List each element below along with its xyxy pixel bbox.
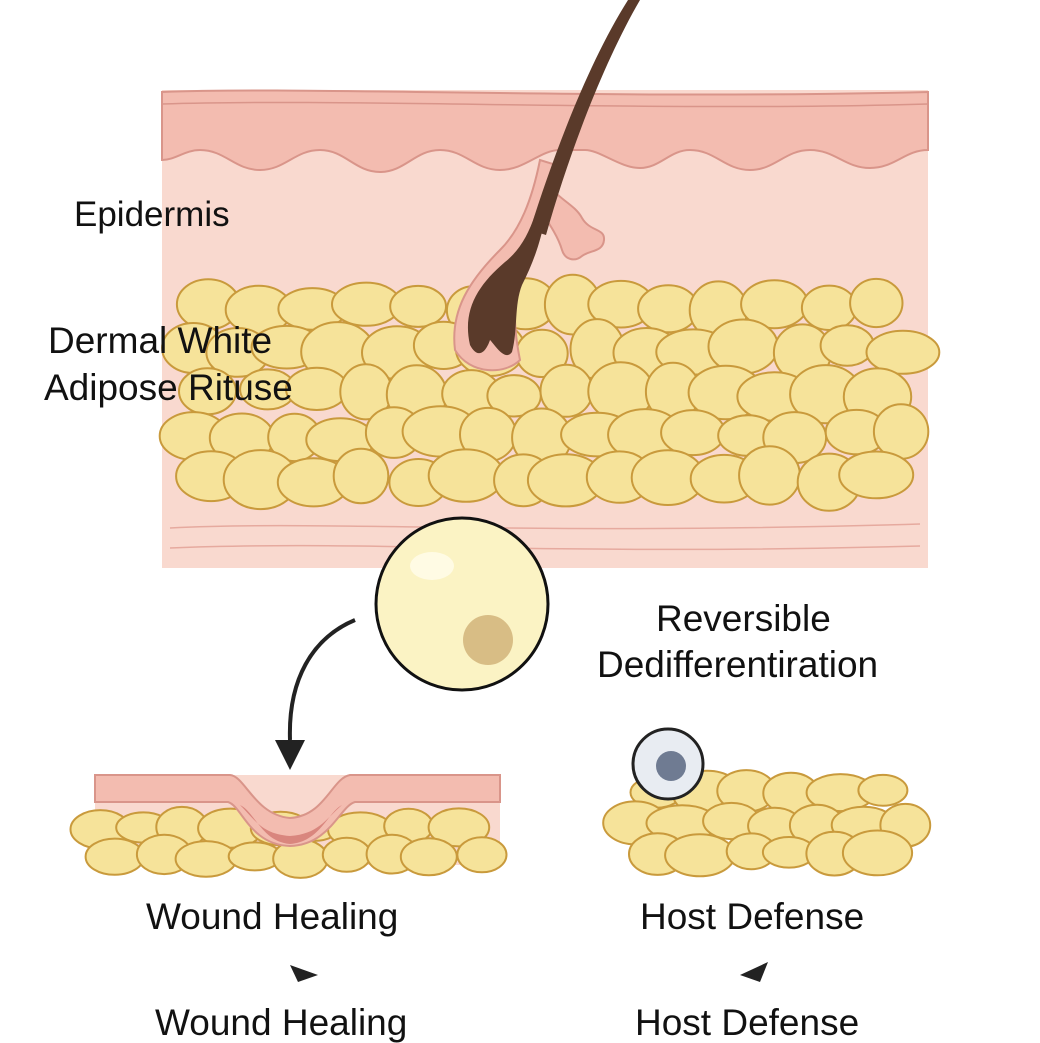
adipocyte xyxy=(84,837,145,876)
cell-nucleus xyxy=(463,615,513,665)
adipocyte xyxy=(849,277,904,329)
cell-highlight xyxy=(410,552,454,580)
wound-epidermis xyxy=(94,774,501,848)
adipocyte xyxy=(838,450,915,500)
process-label-line1: Reversible xyxy=(656,598,831,639)
adipocyte xyxy=(174,840,238,878)
adipocyte xyxy=(800,284,858,331)
curved-arrow-icon xyxy=(275,618,356,770)
adipocyte xyxy=(427,448,505,503)
epidermis-layer xyxy=(161,89,929,174)
adipocyte xyxy=(664,833,736,878)
immune-cell-icon xyxy=(631,727,705,801)
sebaceous-gland xyxy=(538,186,605,261)
adipocyte xyxy=(332,447,390,505)
dwat-label-line2: Adipose Rituse xyxy=(44,367,293,408)
adipocyte xyxy=(399,837,458,877)
adipocyte xyxy=(865,329,941,375)
adipocyte xyxy=(321,836,372,873)
adipocyte xyxy=(660,409,726,457)
adipocyte xyxy=(819,324,875,367)
skin-section xyxy=(158,0,941,568)
host-defense-panel xyxy=(602,727,932,878)
epidermis-label: Epidermis xyxy=(74,195,230,234)
adipocyte xyxy=(285,366,349,411)
adipocyte xyxy=(841,829,914,877)
triangle-marker-icon xyxy=(740,962,768,982)
epidermis-surface-line xyxy=(161,101,929,108)
process-label-line2: Dedifferentiration xyxy=(597,644,879,685)
adipocyte xyxy=(738,445,801,506)
wound-healing-label-repeat: Wound Healing xyxy=(155,1002,408,1043)
adipocyte xyxy=(456,836,508,874)
adipocyte-cell xyxy=(374,516,550,692)
adipocyte xyxy=(857,773,909,807)
triangle-marker-icon xyxy=(290,965,318,982)
adipocyte xyxy=(427,807,491,848)
dwat-label-line1: Dermal White xyxy=(48,320,273,361)
wound-bed xyxy=(240,805,342,844)
adipocyte xyxy=(872,403,930,460)
host-defense-label: Host Defense xyxy=(640,896,865,937)
hair-shaft xyxy=(530,0,640,235)
hair-bulb xyxy=(467,215,545,356)
host-defense-label-repeat: Host Defense xyxy=(635,1002,860,1043)
lower-dermis xyxy=(162,492,928,568)
adipocyte xyxy=(389,284,448,328)
wound-healing-label: Wound Healing xyxy=(146,896,399,937)
wound-healing-panel xyxy=(69,774,508,879)
